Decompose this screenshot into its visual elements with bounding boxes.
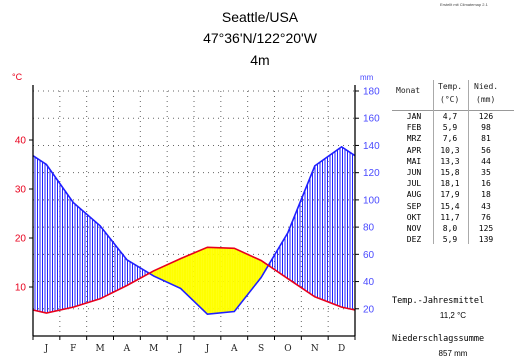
climate-chart: J F M A M J J A S O N D 20 40 60 80 100 120 140 160 180 10 20 3… <box>12 72 380 354</box>
chart-axes: J F M A M J J A S O N D 20 40 60 80 100 120 140 160 180 10 20 3… <box>12 72 380 354</box>
cell-temp: 13,3 <box>440 156 460 166</box>
table-row: APR 10,3 56 <box>392 145 514 156</box>
cell-temp: 7,6 <box>442 134 458 144</box>
cell-temp: 8,0 <box>442 223 458 233</box>
annual-prec-label: Niederschlagssumme <box>392 334 485 344</box>
table-row: MAI 13,3 44 <box>392 156 514 167</box>
cell-month: FEB <box>406 123 422 133</box>
cell-prec: 76 <box>481 212 491 222</box>
left-tick-label: 40 <box>15 136 27 147</box>
col-prec-header: Nied. <box>474 82 499 91</box>
x-tick-label: S <box>258 344 264 354</box>
left-axis-unit: °C <box>12 72 23 82</box>
table-row: JUL 18,1 16 <box>392 178 514 189</box>
cell-month: OKT <box>406 212 422 222</box>
cell-temp: 5,9 <box>442 123 458 133</box>
cell-month: SEP <box>406 201 422 211</box>
cell-month: NOV <box>406 223 422 233</box>
station-title: Seattle/USA <box>221 9 299 25</box>
right-tick-label: 100 <box>363 195 380 206</box>
cell-month: MAI <box>406 156 422 166</box>
cell-month: MRZ <box>406 134 422 144</box>
right-tick-label: 20 <box>363 304 375 315</box>
cell-prec: 98 <box>481 123 491 133</box>
cell-prec: 43 <box>481 201 491 211</box>
cell-month: JUL <box>406 179 422 189</box>
chart-fills <box>34 147 353 315</box>
table-row: JUN 15,8 35 <box>392 167 514 178</box>
chart-lines <box>32 145 356 316</box>
right-tick-label: 40 <box>363 277 375 288</box>
cell-temp: 15,8 <box>440 167 460 177</box>
right-tick-label: 80 <box>363 223 375 234</box>
annual-temp-label: Temp.-Jahresmittel <box>392 296 485 306</box>
right-tick-label: 60 <box>363 250 375 261</box>
cell-month: APR <box>406 145 422 155</box>
cell-prec: 44 <box>481 156 491 166</box>
annual-temp-value: 11,2 °C <box>439 311 467 320</box>
cell-month: JAN <box>406 112 422 121</box>
x-tick-label: M <box>149 344 158 354</box>
table-row: FEB 5,9 98 <box>392 122 514 133</box>
cell-prec: 126 <box>478 112 494 121</box>
x-tick-label: J <box>205 344 210 354</box>
cell-temp: 18,1 <box>440 179 460 189</box>
cell-prec: 18 <box>481 190 491 200</box>
x-tick-label: A <box>230 344 238 354</box>
station-elevation: 4m <box>250 52 270 68</box>
cell-prec: 35 <box>481 167 491 177</box>
right-tick-label: 160 <box>363 114 380 125</box>
table-row: SEP 15,4 43 <box>392 201 514 212</box>
cell-prec: 81 <box>481 134 491 144</box>
cell-prec: 139 <box>478 235 494 245</box>
cell-month: AUG <box>406 190 422 200</box>
cell-temp: 5,9 <box>442 235 458 245</box>
x-tick-label: A <box>123 344 131 354</box>
left-tick-label: 10 <box>15 283 27 294</box>
station-coordinates: 47°36'N/122°20'W <box>203 30 317 46</box>
cell-temp: 10,3 <box>440 145 460 155</box>
right-tick-label: 140 <box>363 141 380 152</box>
annual-prec-value: 857 mm <box>438 349 468 358</box>
table-divider <box>433 80 434 244</box>
x-tick-label: J <box>178 344 183 354</box>
right-axis-unit: mm <box>360 73 374 82</box>
cell-temp: 15,4 <box>440 201 460 211</box>
cell-month: DEZ <box>406 235 422 245</box>
table-row: OKT 11,7 76 <box>392 212 514 223</box>
credit-text: Erstellt mit Climatemap 2.1 <box>440 2 488 7</box>
right-tick-label: 180 <box>363 87 380 98</box>
x-tick-label: J <box>44 344 49 354</box>
temperature-line <box>32 246 356 314</box>
table-row: DEZ 5,9 139 <box>392 234 514 245</box>
table-row: AUG 17,9 18 <box>392 189 514 200</box>
col-temp-header: Temp. <box>438 82 463 91</box>
col-prec-unit: (mm) <box>476 95 496 104</box>
table-row: MRZ 7,6 81 <box>392 133 514 144</box>
x-tick-label: D <box>338 344 345 354</box>
x-tick-label: N <box>311 344 319 354</box>
table-row: NOV 8,0 125 <box>392 223 514 234</box>
cell-prec: 56 <box>481 145 491 155</box>
cell-temp: 4,7 <box>442 112 458 121</box>
right-tick-label: 120 <box>363 168 380 179</box>
table-header: Monat Temp. (°C) Nied. (mm) <box>392 80 514 111</box>
col-month-header: Monat <box>396 86 421 95</box>
left-tick-label: 30 <box>15 185 27 196</box>
cell-month: JUN <box>406 167 422 177</box>
cell-prec: 125 <box>478 223 494 233</box>
precipitation-line <box>32 145 356 316</box>
cell-temp: 11,7 <box>440 212 460 222</box>
cell-temp: 17,9 <box>440 190 460 200</box>
cell-prec: 16 <box>481 179 491 189</box>
x-tick-label: M <box>95 344 104 354</box>
col-temp-unit: (°C) <box>440 95 460 104</box>
table-divider <box>468 80 469 244</box>
x-tick-label: O <box>284 344 291 354</box>
left-tick-label: 20 <box>15 234 27 245</box>
x-tick-label: F <box>70 344 76 354</box>
table-row: JAN 4,7 126 <box>392 111 514 122</box>
